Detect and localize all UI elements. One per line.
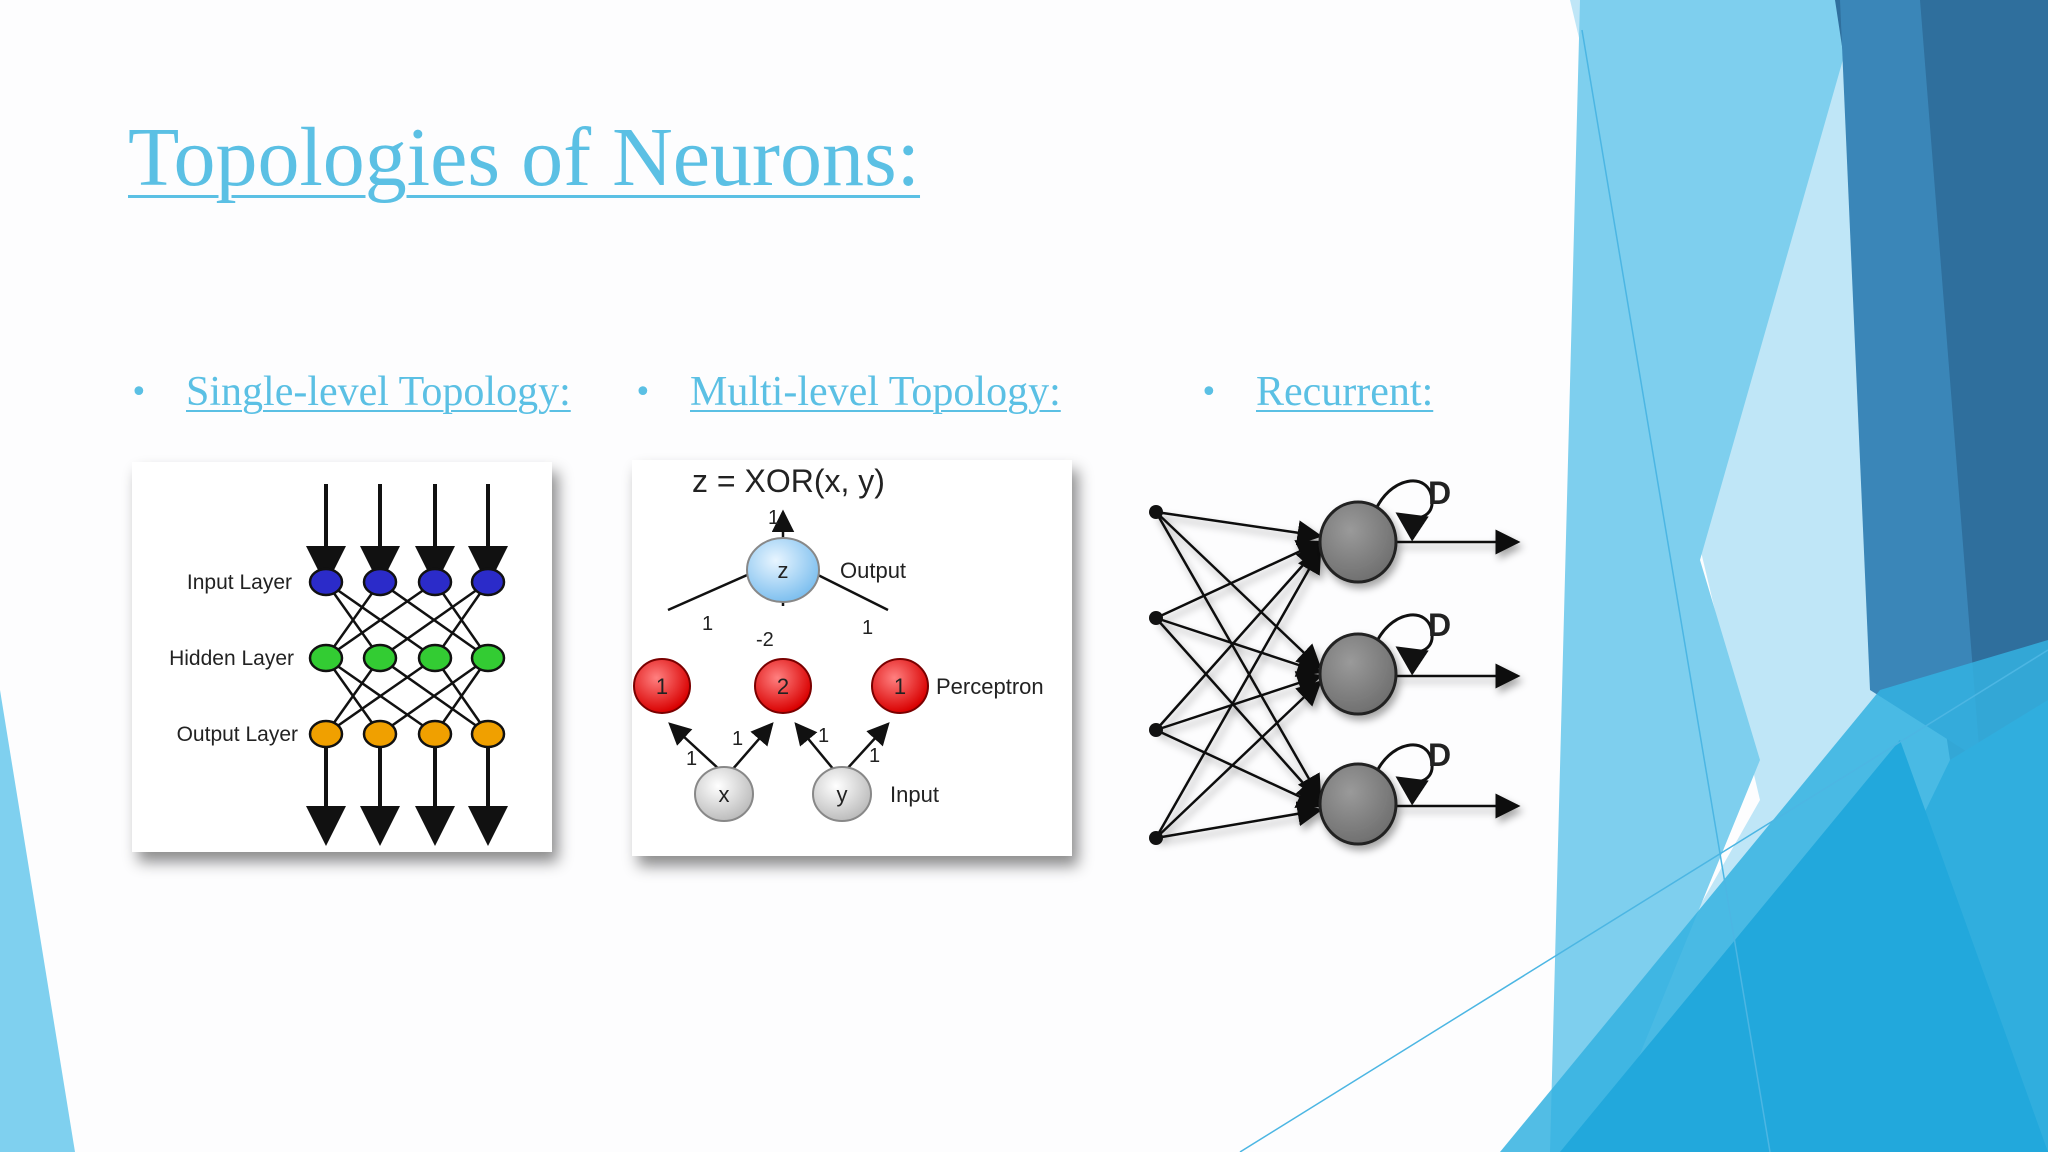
perceptron-node-label: 1	[656, 674, 668, 699]
recurrent-link[interactable]: Recurrent:	[1256, 369, 1434, 415]
slide-title: Topologies of Neurons:	[128, 111, 921, 204]
perceptron-node-label: 2	[777, 674, 789, 699]
delay-label: D	[1428, 607, 1451, 643]
input-label: Input	[890, 782, 939, 807]
delay-label: D	[1428, 737, 1451, 773]
recurrent-figure: D D D	[1149, 475, 1521, 846]
single-level-figure: Input Layer Hidden Layer Output Layer	[132, 462, 552, 852]
input-node-label: x	[719, 782, 730, 807]
bullet-single-level: • Single-level Topology:	[130, 362, 571, 422]
weight-label: 1	[702, 613, 713, 635]
output-arrows	[306, 740, 508, 846]
bullet-dot: •	[1200, 374, 1218, 410]
perceptron-node-label: 1	[894, 674, 906, 699]
recurrent-connections	[1154, 510, 1521, 840]
output-layer-label: Output Layer	[177, 723, 298, 746]
input-layer-label: Input Layer	[187, 571, 292, 594]
recurrent-nodes	[1318, 500, 1398, 846]
output-node-label: z	[778, 558, 789, 583]
delay-label: D	[1428, 475, 1451, 511]
layer-connections	[324, 580, 490, 736]
input-node-x	[694, 766, 754, 822]
perceptron-node	[871, 658, 929, 714]
xor-formula: z = XOR(x, y)	[692, 463, 885, 499]
input-node-y	[812, 766, 872, 822]
hidden-layer-nodes	[308, 643, 506, 673]
hidden-layer-label: Hidden Layer	[169, 647, 294, 670]
weight-label: 1	[768, 507, 779, 529]
weight-label: 1	[686, 748, 697, 770]
weight-label: -2	[756, 629, 774, 651]
weight-label: 1	[818, 725, 829, 747]
perceptron-node	[754, 658, 812, 714]
perceptron-label: Perceptron	[936, 674, 1044, 699]
recurrent-input-dots	[1149, 505, 1163, 845]
output-node	[746, 537, 820, 603]
multi-level-topology-link[interactable]: Multi-level Topology:	[690, 369, 1061, 415]
input-arrows	[306, 484, 508, 586]
bullet-dot: •	[130, 374, 148, 410]
weight-label: 1	[862, 617, 873, 639]
recurrent-loops	[1372, 479, 1434, 806]
input-node-label: y	[837, 782, 848, 807]
output-layer-nodes	[308, 719, 506, 749]
single-level-topology-link[interactable]: Single-level Topology:	[186, 369, 571, 415]
weight-label: 1	[869, 745, 880, 767]
perceptron-node	[633, 658, 691, 714]
multi-level-figure: z = XOR(x, y) z Output 1 2 1 Perceptron …	[632, 460, 1072, 856]
input-layer-nodes	[308, 567, 506, 597]
bullet-dot: •	[634, 374, 652, 410]
output-label: Output	[840, 558, 906, 583]
weight-label: 1	[732, 728, 743, 750]
bullet-multi-level: • Multi-level Topology:	[634, 362, 1061, 422]
bullet-recurrent: • Recurrent:	[1200, 362, 1433, 422]
